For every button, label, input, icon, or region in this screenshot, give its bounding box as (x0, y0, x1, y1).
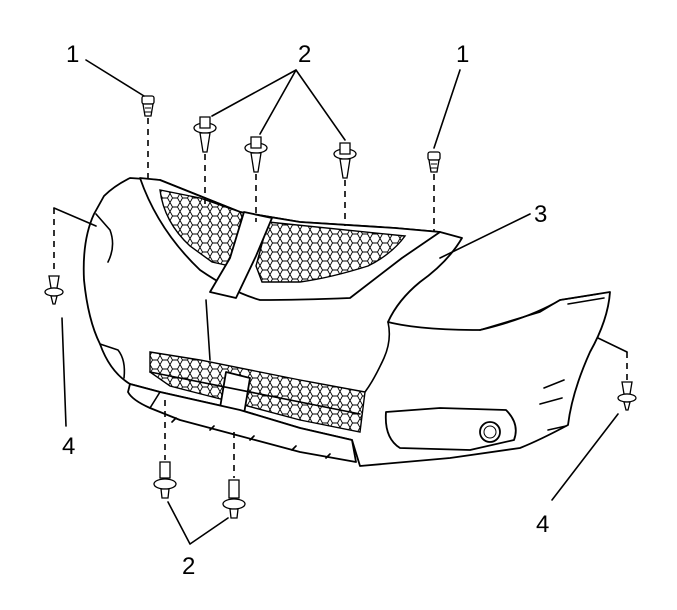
leader-left-4 (53, 207, 97, 427)
screw-icon (617, 381, 637, 411)
push-pin-icon (153, 461, 177, 499)
push-pin-icon (333, 142, 357, 179)
push-pin-icon (244, 136, 268, 173)
leader-top-right-1 (433, 69, 461, 149)
leader-lower-2 (167, 501, 229, 545)
front-bumper-fascia (82, 177, 611, 467)
callout-3: 3 (534, 201, 547, 228)
grille-center-divider (209, 211, 273, 299)
callout-4-right: 4 (536, 511, 549, 538)
leader-top-left-1 (85, 59, 145, 97)
fog-lamp (479, 421, 501, 443)
leader-right-4 (551, 337, 628, 501)
callout-2-lower: 2 (182, 553, 195, 580)
leader-3 (439, 213, 531, 259)
push-pin-icon (193, 116, 217, 153)
screw-icon (44, 275, 64, 305)
callout-2-upper: 2 (298, 41, 311, 68)
lower-grille (149, 351, 366, 433)
upper-grille-right (255, 221, 407, 283)
screw-icon (427, 151, 441, 173)
screw-icon (141, 95, 155, 117)
callout-4-left: 4 (62, 433, 75, 460)
push-pin-icon (222, 479, 246, 519)
leader-upper-2 (211, 69, 346, 141)
callout-1-right: 1 (456, 41, 469, 68)
callout-1-left: 1 (66, 41, 79, 68)
